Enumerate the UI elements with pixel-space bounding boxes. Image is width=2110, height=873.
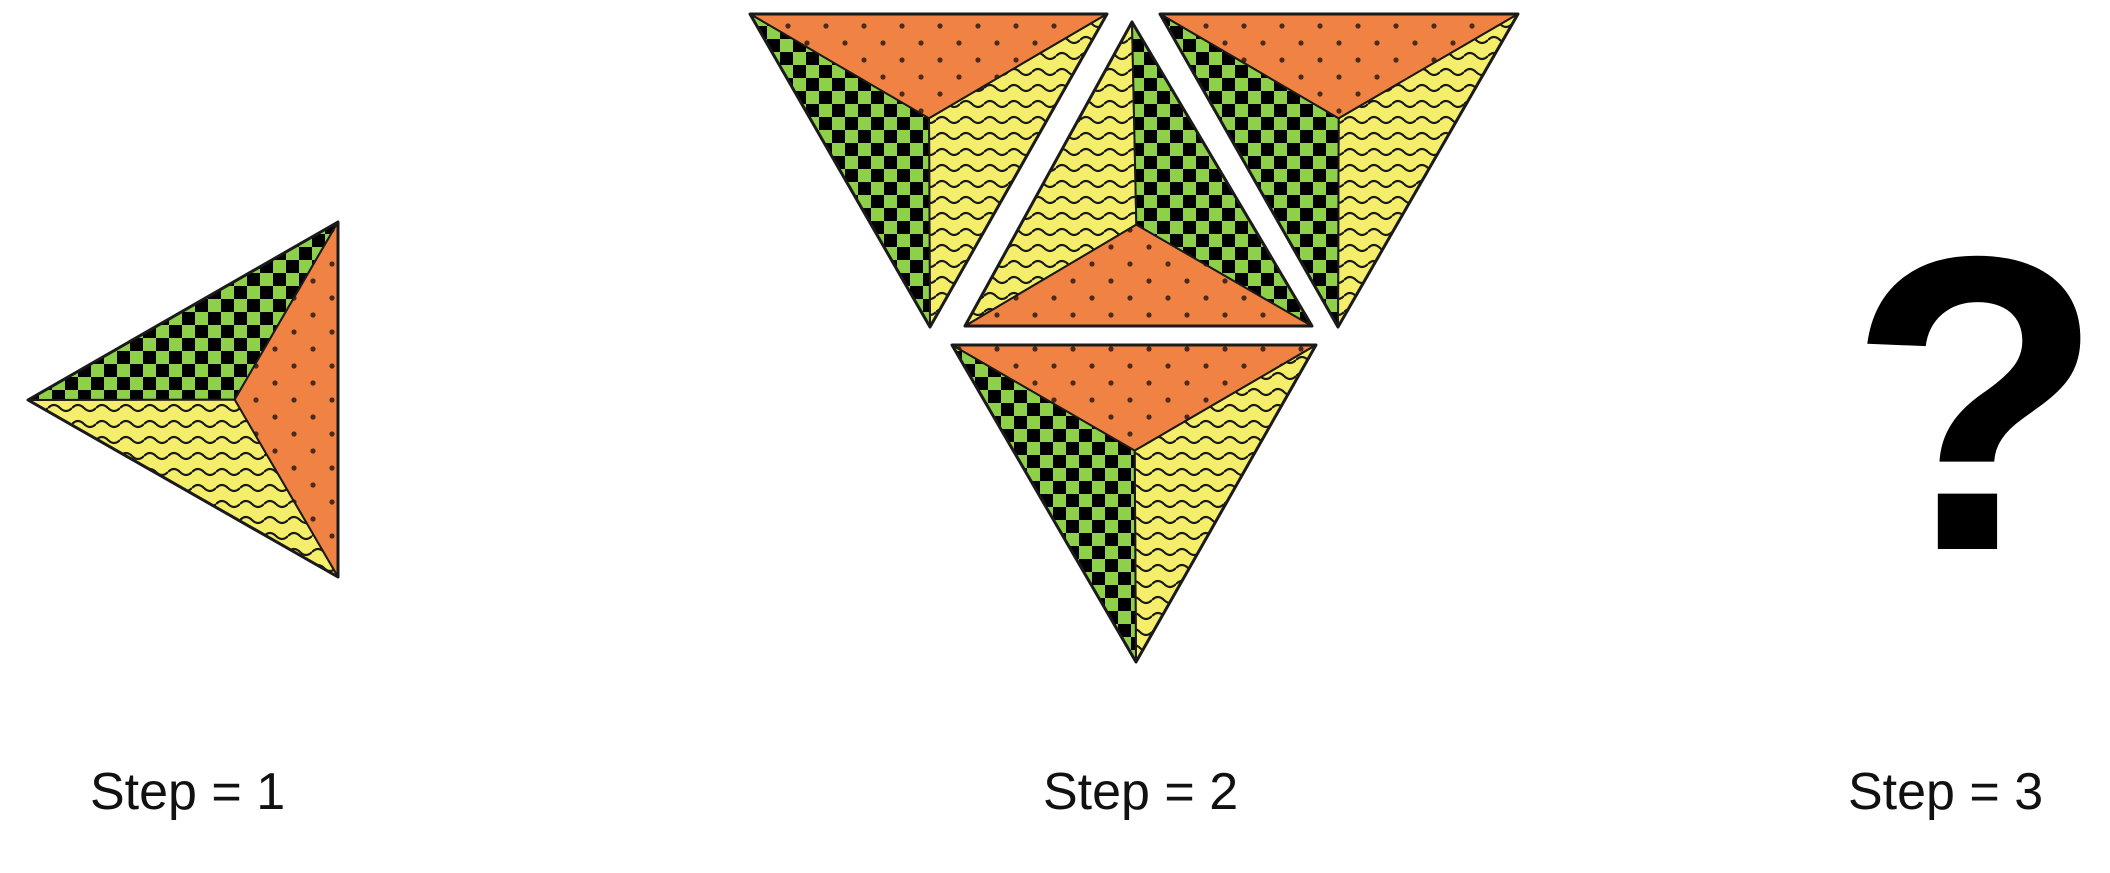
step-2-center-triangle-outline (963, 20, 1314, 328)
step-2-label: Step = 2 (1043, 763, 1239, 821)
step-2-top-left-triangle (748, 12, 1109, 329)
step-1-triangle (26, 220, 340, 579)
step-2-top-right-triangle (1158, 12, 1520, 329)
step-2-top-left-triangle-outline (748, 12, 1109, 329)
step-2-bottom-triangle (950, 343, 1318, 664)
step-1-triangle-outline (26, 220, 340, 579)
step-3-label: Step = 3 (1848, 763, 2044, 821)
question-mark-icon: ? (1848, 170, 2105, 639)
step-2-bottom-triangle-outline (950, 343, 1318, 664)
triangles-layer (26, 12, 1520, 664)
step-1-label: Step = 1 (90, 763, 286, 821)
step-2-top-right-triangle-outline (1158, 12, 1520, 329)
step-2-center-triangle (963, 20, 1314, 328)
